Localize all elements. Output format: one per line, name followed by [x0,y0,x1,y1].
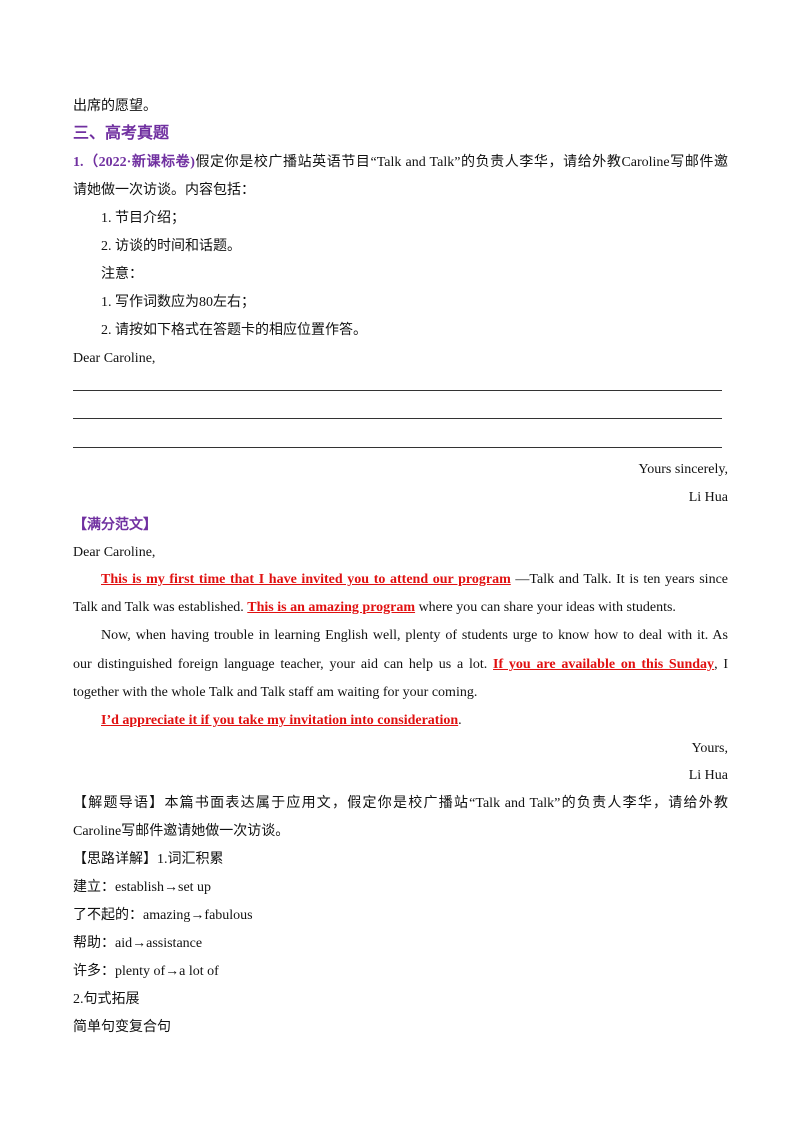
detail-line: 【思路详解】1.词汇积累 [73,850,224,870]
model-paragraph-1: This is my first time that I have invite… [101,570,728,590]
model-paragraph-2: Now, when having trouble in learning Eng… [101,628,728,643]
paragraph-text: —Talk and Talk. It is ten years since [510,572,728,587]
model-paragraph-1-line-2: Talk and Talk was established. This is a… [73,598,676,618]
vocab-item: 帮助：aid→assistance [73,936,203,951]
detail-text: 1.词汇积累 [157,852,224,867]
model-signature: Li Hua [688,768,728,783]
answer-line [73,447,722,448]
model-closing: Yours, [691,741,728,756]
paragraph-text: where you can share your ideas with stud… [415,600,676,615]
paragraph-text: . [458,713,462,728]
question-line: 1.（2022·新课标卷)假定你是校广播站英语节目“Talk and Talk”… [73,153,728,173]
vocab-item: 建立：establish→set up [73,880,212,895]
highlighted-sentence: This is an amazing program [247,600,416,615]
highlighted-sentence: If you are available on this Sunday [493,657,715,672]
vocab-item: 了不起的：amazing→fabulous [73,908,253,923]
model-label: 【满分范文】 [73,518,157,533]
list-item: 2. 访谈的时间和话题。 [101,239,241,254]
highlighted-sentence: This is my first time that I have invite… [101,572,511,587]
model-paragraph-2-line-3: together with the whole Talk and Talk st… [73,685,478,700]
guide-text: 本篇书面表达属于应用文，假定你是校广播站“Talk and Talk”的负责人李… [164,796,729,811]
guide-label: 【解题导语】 [73,796,165,811]
model-paragraph-3: I’d appreciate it if you take my invitat… [101,711,462,731]
letter-closing: Yours sincerely, [638,462,728,477]
question-source: 1.（2022·新课标卷) [73,155,195,170]
detail-label: 【思路详解】 [73,852,157,867]
guide-line: 【解题导语】本篇书面表达属于应用文，假定你是校广播站“Talk and Talk… [73,794,728,814]
paragraph-text: our distinguished foreign language teach… [73,657,494,672]
section-text: 简单句变复合句 [73,1020,171,1035]
answer-line [73,390,722,391]
question-line-2: 请她做一次访谈。内容包括： [73,183,255,198]
vocab-item: 许多：plenty of→a lot of [73,964,219,979]
letter-salutation: Dear Caroline, [73,351,156,366]
letter-signature: Li Hua [688,490,728,505]
note-item: 1. 写作词数应为80左右； [101,295,255,310]
note-item: 2. 请按如下格式在答题卡的相应位置作答。 [101,323,367,338]
text-line: 出席的愿望。 [73,99,157,114]
question-text: 假定你是校广播站英语节目“Talk and Talk”的负责人李华，请给外教Ca… [194,155,728,170]
guide-line-2: Caroline写邮件邀请她做一次访谈。 [73,824,290,839]
model-paragraph-2-line-2: our distinguished foreign language teach… [73,655,728,675]
paragraph-text: , I [714,657,728,672]
section-subtitle: 2.句式拓展 [73,992,140,1007]
highlighted-sentence: I’d appreciate it if you take my invitat… [101,713,459,728]
model-salutation: Dear Caroline, [73,545,156,560]
section-heading: 三、高考真题 [73,125,170,142]
list-item: 1. 节目介绍； [101,211,185,226]
note-label: 注意： [101,267,143,282]
answer-line [73,418,722,419]
paragraph-text: Talk and Talk was established. [73,600,248,615]
